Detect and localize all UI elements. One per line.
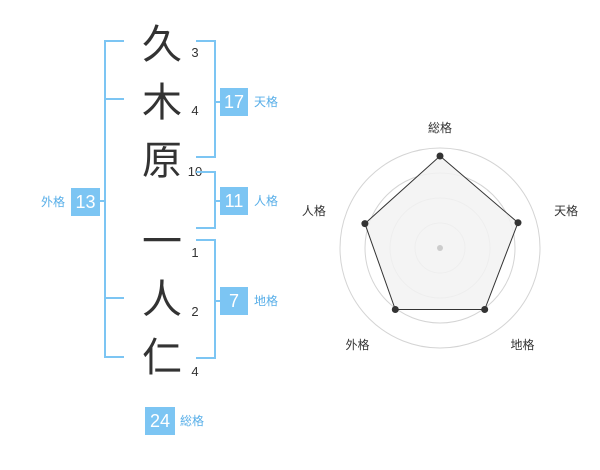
soukaku-label: 総格: [180, 414, 205, 428]
tenkaku-badge: 17: [220, 88, 248, 116]
gaikaku-bracket-tick: [104, 297, 124, 299]
gaikaku-badge: 13: [71, 188, 100, 216]
tenkaku-bracket: [196, 40, 216, 158]
stroke-count-6: 4: [191, 364, 199, 379]
tenkaku-connector: [214, 101, 222, 103]
gaikaku-bracket: [104, 40, 124, 358]
soukaku-badge: 24: [145, 407, 175, 435]
jinkaku-label: 人格: [254, 194, 279, 208]
radar-series-polygon: [364, 155, 519, 310]
stroke-count-2: 4: [191, 103, 199, 118]
radar-axis-label-1: 総格: [428, 120, 452, 135]
stroke-count-5: 2: [191, 304, 199, 319]
radar-axis-label-4: 外格: [345, 337, 369, 352]
radar-point-2: [514, 219, 522, 227]
chikaku-connector: [214, 300, 222, 302]
stroke-count-3: 10: [187, 164, 203, 179]
jinkaku-bracket: [196, 171, 216, 229]
radar-axis-label-3: 地格: [511, 337, 535, 352]
gaikaku-connector: [96, 200, 105, 202]
stroke-count-1: 3: [191, 45, 199, 60]
gaikaku-label: 外格: [41, 195, 66, 209]
radar-point-5: [361, 220, 369, 228]
name-char-2: 木: [142, 80, 182, 126]
name-char-4: 一: [142, 219, 182, 265]
name-char-1: 久: [142, 22, 182, 68]
gaikaku-bracket-tick: [104, 98, 124, 100]
tenkaku-label: 天格: [254, 95, 279, 109]
radar-ring-4: [339, 147, 541, 349]
name-char-5: 人: [142, 277, 182, 323]
name-char-3: 原: [142, 138, 182, 184]
stroke-count-4: 1: [191, 245, 199, 260]
chikaku-bracket: [196, 239, 216, 359]
jinkaku-connector: [214, 200, 222, 202]
radar-point-3: [481, 306, 489, 313]
radar-point-1: [436, 152, 444, 160]
radar-center-dot: [437, 245, 443, 251]
radar-axis-label-5: 人格: [302, 203, 326, 218]
name-char-6: 仁: [142, 335, 182, 381]
jinkaku-badge: 11: [220, 187, 248, 215]
chikaku-badge: 7: [220, 287, 248, 315]
chikaku-label: 地格: [254, 294, 279, 308]
radar-axis-label-2: 天格: [554, 203, 578, 218]
radar-point-4: [391, 306, 399, 313]
